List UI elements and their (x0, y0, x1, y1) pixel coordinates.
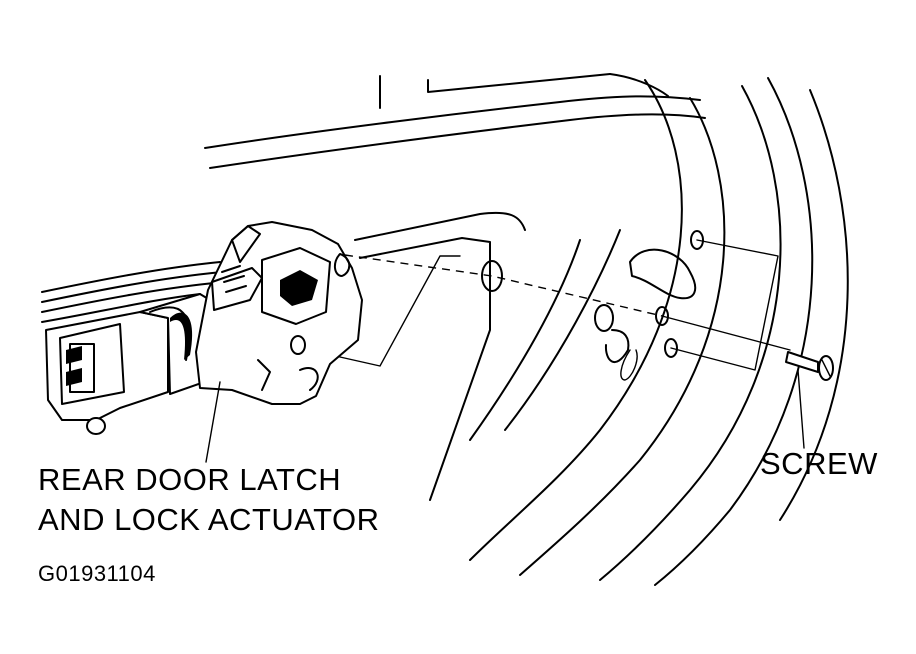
door-frame-outline (204, 73, 849, 586)
rear-door-latch-assembly (45, 221, 363, 463)
screw-part (785, 351, 834, 449)
latch-label-line-2: AND LOCK ACTUATOR (38, 502, 380, 537)
latch-cables (41, 261, 225, 323)
latch-label-line-1: REAR DOOR LATCH (38, 462, 342, 497)
door-screw-holes (655, 230, 704, 358)
alignment-lines (299, 239, 791, 371)
figure-code: G01931104 (38, 561, 156, 586)
screw-label: SCREW (760, 446, 878, 481)
